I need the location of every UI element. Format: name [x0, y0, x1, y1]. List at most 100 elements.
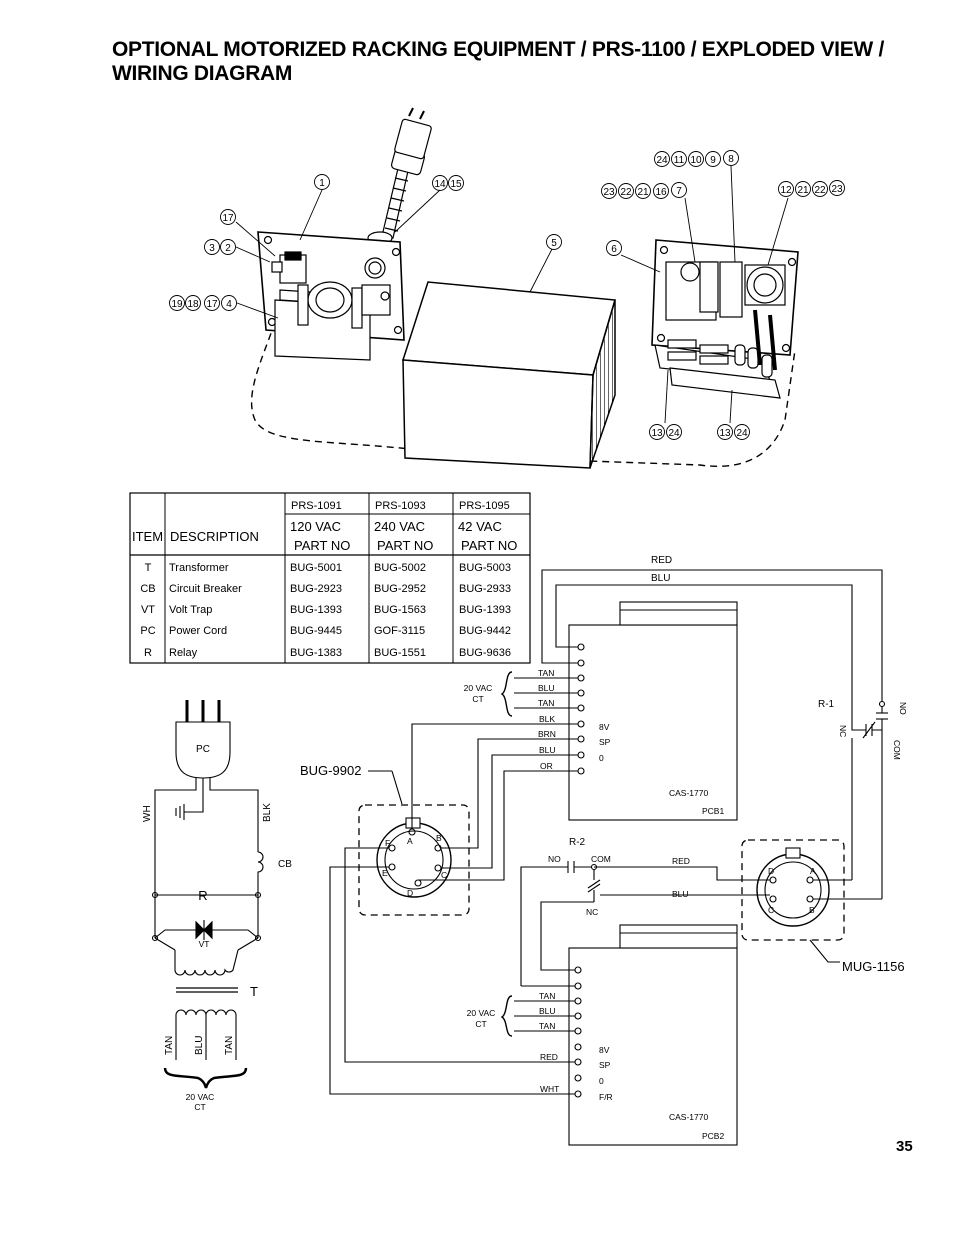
mug1156-pin-d: D	[768, 866, 774, 876]
blu-label: BLU	[194, 1036, 205, 1055]
r1-contact	[851, 700, 888, 882]
row-part: BUG-2923	[290, 583, 342, 595]
bug9902-pin-b: B	[436, 833, 442, 843]
callout-22a: 22	[620, 187, 632, 198]
callout-9: 9	[710, 155, 716, 166]
callout-24b: 24	[668, 428, 680, 439]
balloon-17b	[204, 295, 220, 311]
mug1156-connector	[741, 738, 883, 963]
blu-mid-label: BLU	[672, 889, 689, 899]
page-title: OPTIONAL MOTORIZED RACKING EQUIPMENT / P…	[112, 38, 932, 86]
pcb2-wire-2: TAN	[539, 1021, 555, 1031]
mug1156-label: MUG-1156	[842, 959, 905, 974]
bug9902-pin-e: E	[382, 868, 388, 878]
pcb1-pin-sp: SP	[599, 737, 611, 747]
title-line-1: OPTIONAL MOTORIZED RACKING EQUIPMENT / P…	[112, 38, 884, 61]
table-partno-1: PART NO	[377, 538, 433, 553]
row-part: BUG-1393	[459, 604, 511, 616]
row-part: BUG-9445	[290, 625, 342, 637]
wiring-labels: RED BLU TAN BLU TAN BLK BRN BLU OR 20 VA…	[300, 555, 908, 1141]
callout-13a: 13	[651, 428, 663, 439]
table-model-1: PRS-1093	[375, 500, 426, 512]
dashed-cable-loop	[250, 321, 796, 467]
callout-19: 19	[171, 299, 183, 310]
pcb2-ct-line2: CT	[475, 1019, 486, 1029]
pcb1-wire-4: BRN	[538, 729, 556, 739]
pcb1-wire-6: OR	[540, 761, 553, 771]
mug1156-pin-c: C	[768, 905, 774, 915]
right-mounting-plate	[651, 239, 799, 399]
bug9902-pin-c: C	[441, 870, 447, 880]
title-line-2: WIRING DIAGRAM	[112, 62, 293, 85]
callout-15: 15	[450, 179, 462, 190]
balloon-17a	[220, 209, 236, 225]
power-schematic	[151, 700, 264, 1089]
pcb1-wire-1: BLU	[538, 683, 555, 693]
pcb1-pin-0: 0	[599, 753, 604, 763]
pcb2-ct-line1: 20 VAC	[467, 1008, 496, 1018]
row-part: BUG-1563	[374, 604, 426, 616]
balloon-19	[169, 295, 185, 311]
callout-23b: 23	[831, 184, 843, 195]
callout-14: 14	[434, 179, 446, 190]
balloon-6	[606, 240, 622, 256]
pcb2-name: PCB2	[702, 1131, 724, 1141]
row-part: BUG-5003	[459, 562, 511, 574]
table-row: T Transformer BUG-5001 BUG-5002 BUG-5003	[145, 562, 511, 574]
row-part: BUG-9442	[459, 625, 511, 637]
balloon-3	[204, 239, 220, 255]
pcb1-name: PCB1	[702, 806, 724, 816]
pcb1-wire-2: TAN	[538, 698, 554, 708]
pcb1-box	[568, 601, 738, 821]
callout-6: 6	[611, 244, 617, 255]
wiring-diagram	[329, 569, 888, 1146]
power-plug	[175, 700, 231, 779]
row-part: BUG-1383	[290, 647, 342, 659]
vt-label: VT	[199, 939, 210, 949]
pcb1-wire-3: BLK	[539, 714, 555, 724]
pcb1-wire-5: BLU	[539, 745, 556, 755]
table-voltage-0: 120 VAC	[290, 519, 341, 534]
table-row: PC Power Cord BUG-9445 GOF-3115 BUG-9442	[140, 625, 511, 637]
pcb2-pin-0: 0	[599, 1076, 604, 1086]
callout-24a: 24	[656, 155, 668, 166]
table-partno-2: PART NO	[461, 538, 517, 553]
pcb2-model: CAS-1770	[669, 1112, 708, 1122]
r1-com: COM	[892, 740, 902, 760]
row-desc: Circuit Breaker	[169, 583, 242, 595]
table-header-description: DESCRIPTION	[170, 529, 259, 544]
exploded-view	[235, 107, 799, 469]
table-header-item: ITEM	[132, 529, 163, 544]
pcb2-wire-0: TAN	[539, 991, 555, 1001]
power-schematic-labels: PC WH BLK CB R VT T TAN BLU TAN 20 VAC C…	[142, 744, 292, 1112]
row-part: GOF-3115	[374, 625, 425, 637]
bug9902-connector	[358, 804, 470, 916]
callout-21b: 21	[797, 185, 809, 196]
pcb2-pin-sp: SP	[599, 1060, 611, 1070]
pcb1-pin-8v: 8V	[599, 722, 610, 732]
pcb2-box	[568, 924, 738, 1146]
red-mid-label: RED	[672, 856, 690, 866]
blu-top-label: BLU	[651, 573, 670, 584]
r1-no: NO	[898, 702, 908, 715]
bug9902-pin-a: A	[407, 836, 413, 846]
mug1156-pin-b: B	[809, 905, 815, 915]
tan1-label: TAN	[164, 1036, 175, 1055]
cb-label: CB	[278, 859, 292, 870]
balloon-1	[314, 174, 330, 190]
table-row: R Relay BUG-1383 BUG-1551 BUG-9636	[144, 647, 511, 659]
callout-1: 1	[319, 178, 325, 189]
blk-label: BLK	[262, 803, 273, 822]
callout-2: 2	[225, 243, 231, 254]
row-desc: Transformer	[169, 562, 229, 574]
callout-3: 3	[209, 243, 215, 254]
r2-label: R-2	[569, 837, 586, 848]
row-desc: Power Cord	[169, 625, 227, 637]
callout-17b: 17	[206, 299, 218, 310]
pcb1-ct-line2: CT	[472, 694, 483, 704]
table-voltage-2: 42 VAC	[458, 519, 502, 534]
row-part: BUG-5002	[374, 562, 426, 574]
table-row: CB Circuit Breaker BUG-2923 BUG-2952 BUG…	[140, 583, 511, 595]
balloon-2	[220, 239, 236, 255]
table-model-0: PRS-1091	[291, 500, 342, 512]
